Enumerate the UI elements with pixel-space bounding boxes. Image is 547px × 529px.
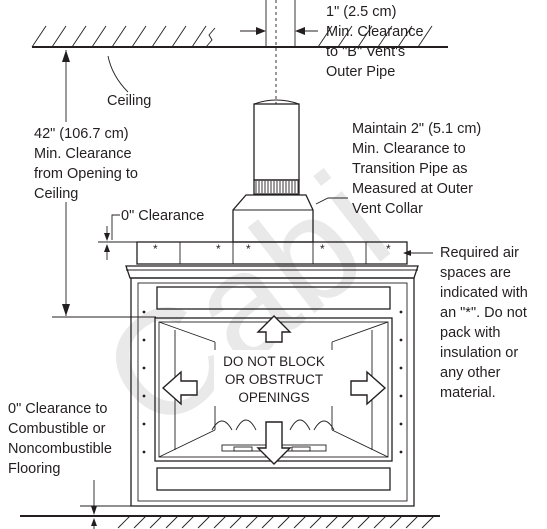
svg-text:Min. Clearance: Min. Clearance bbox=[326, 24, 424, 40]
warning-text: DO NOT BLOCK OR OBSTRUCT OPENINGS bbox=[214, 350, 334, 406]
left-arrow-icon bbox=[161, 370, 198, 406]
svg-text:an "*". Do not: an "*". Do not bbox=[440, 305, 527, 321]
vent-clearance-dimension bbox=[240, 27, 318, 35]
svg-text:material.: material. bbox=[440, 385, 496, 401]
vent-clearance-label: 1" (2.5 cm) Min. Clearance to "B" Vent's… bbox=[326, 4, 424, 80]
svg-text:Outer Pipe: Outer Pipe bbox=[326, 64, 395, 80]
air-spaces-label: Required air spaces are indicated with a… bbox=[440, 245, 528, 401]
air-space-marker: * bbox=[386, 242, 391, 256]
svg-text:Min. Clearance: Min. Clearance bbox=[34, 146, 132, 162]
svg-text:Vent Collar: Vent Collar bbox=[352, 201, 423, 217]
svg-text:indicated with: indicated with bbox=[440, 285, 528, 301]
svg-text:Min. Clearance to: Min. Clearance to bbox=[352, 141, 466, 157]
floor-clearance-label: 0" Clearance to Combustible or Noncombus… bbox=[6, 400, 130, 480]
svg-text:to "B" Vent's: to "B" Vent's bbox=[326, 44, 405, 60]
svg-text:Flooring: Flooring bbox=[8, 461, 60, 477]
air-space-marker: * bbox=[216, 242, 221, 256]
right-arrow-icon bbox=[350, 370, 387, 406]
down-arrow-icon bbox=[256, 421, 292, 465]
transition-clearance-label: Maintain 2" (5.1 cm) Min. Clearance to T… bbox=[352, 121, 481, 217]
svg-text:OPENINGS: OPENINGS bbox=[238, 390, 309, 405]
transition-leader-line bbox=[315, 197, 348, 205]
svg-text:Transition Pipe as: Transition Pipe as bbox=[352, 161, 468, 177]
svg-text:Noncombustible: Noncombustible bbox=[8, 441, 112, 457]
top-clearance-dimension bbox=[98, 214, 137, 260]
svg-text:OR OBSTRUCT: OR OBSTRUCT bbox=[225, 372, 323, 387]
up-arrow-icon bbox=[256, 315, 292, 343]
svg-text:Ceiling: Ceiling bbox=[34, 186, 78, 202]
ceiling-line bbox=[31, 25, 448, 48]
airflow-arrows bbox=[161, 315, 387, 465]
svg-text:any other: any other bbox=[440, 365, 501, 381]
svg-text:pack with: pack with bbox=[440, 325, 500, 341]
svg-text:DO NOT BLOCK: DO NOT BLOCK bbox=[223, 354, 325, 369]
air-space-marker: * bbox=[320, 242, 325, 256]
svg-text:1" (2.5 cm): 1" (2.5 cm) bbox=[326, 4, 396, 20]
ceiling-leader-line bbox=[107, 55, 129, 93]
svg-text:Combustible or: Combustible or bbox=[8, 421, 106, 437]
svg-text:Required air: Required air bbox=[440, 245, 519, 261]
svg-text:insulation or: insulation or bbox=[440, 345, 518, 361]
ceiling-label: Ceiling bbox=[107, 93, 151, 109]
air-space-marker: * bbox=[153, 242, 158, 256]
air-space-marker: * bbox=[246, 242, 251, 256]
svg-text:from Opening to: from Opening to bbox=[34, 166, 138, 182]
svg-text:0" Clearance to: 0" Clearance to bbox=[8, 401, 107, 417]
floor-clearance-dimension bbox=[80, 478, 131, 529]
ceiling-clearance-label: 42" (106.7 cm) Min. Clearance from Openi… bbox=[32, 122, 182, 202]
svg-text:Maintain 2" (5.1 cm): Maintain 2" (5.1 cm) bbox=[352, 121, 481, 137]
svg-text:spaces are: spaces are bbox=[440, 265, 511, 281]
floor-line bbox=[20, 515, 440, 529]
top-clearance-label: 0" Clearance bbox=[121, 208, 204, 224]
svg-text:Measured at Outer: Measured at Outer bbox=[352, 181, 473, 197]
svg-text:42" (106.7 cm): 42" (106.7 cm) bbox=[34, 126, 129, 142]
b-vent-pipe bbox=[253, 0, 300, 195]
